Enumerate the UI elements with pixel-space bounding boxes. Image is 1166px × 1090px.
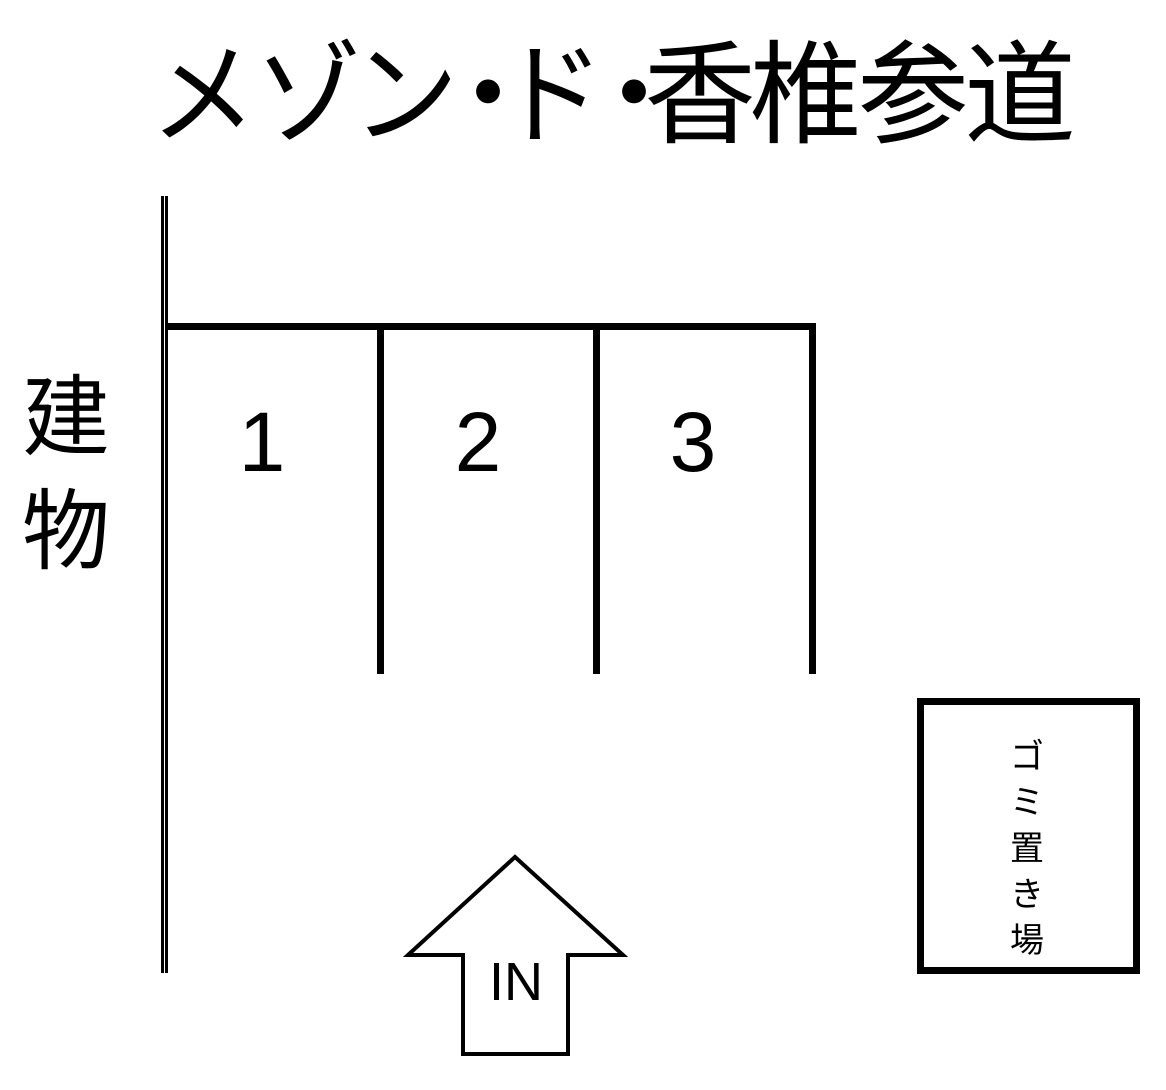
garbage-area-label: ゴ ミ 置 き 場: [987, 734, 1067, 964]
garbage-char: 場: [1010, 921, 1044, 961]
title-char: 香: [644, 31, 756, 161]
parking-space-1: 1: [238, 395, 286, 489]
title-char: 道: [964, 31, 1076, 161]
parking-divider-3-end: [809, 323, 816, 674]
building-char: 物: [21, 480, 110, 583]
title-char: ・: [432, 31, 544, 161]
building-wall-line-outer: [161, 196, 164, 973]
parking-top-line: [165, 323, 816, 330]
title-char: 参: [857, 31, 969, 161]
title-char: ン: [352, 31, 459, 161]
garbage-char: き: [1010, 875, 1044, 915]
parking-space-2: 2: [454, 395, 502, 489]
garbage-area-box: [917, 698, 1140, 974]
title-char: ド: [498, 31, 605, 161]
garbage-char: ミ: [1010, 783, 1044, 823]
building-char: 建: [21, 366, 110, 469]
title-char: ゾ: [255, 31, 362, 161]
parking-divider-2-3: [593, 323, 600, 674]
building-wall-line-inner: [165, 196, 168, 973]
title-char: メ: [150, 31, 257, 161]
parking-space-3: 3: [669, 395, 717, 489]
garbage-char: 置: [1010, 829, 1044, 869]
title-char: ・: [578, 31, 690, 161]
title-char: 椎: [750, 31, 862, 161]
garbage-char: ゴ: [1010, 737, 1044, 777]
entrance-label: IN: [489, 952, 543, 1012]
parking-divider-1-2: [377, 323, 384, 674]
